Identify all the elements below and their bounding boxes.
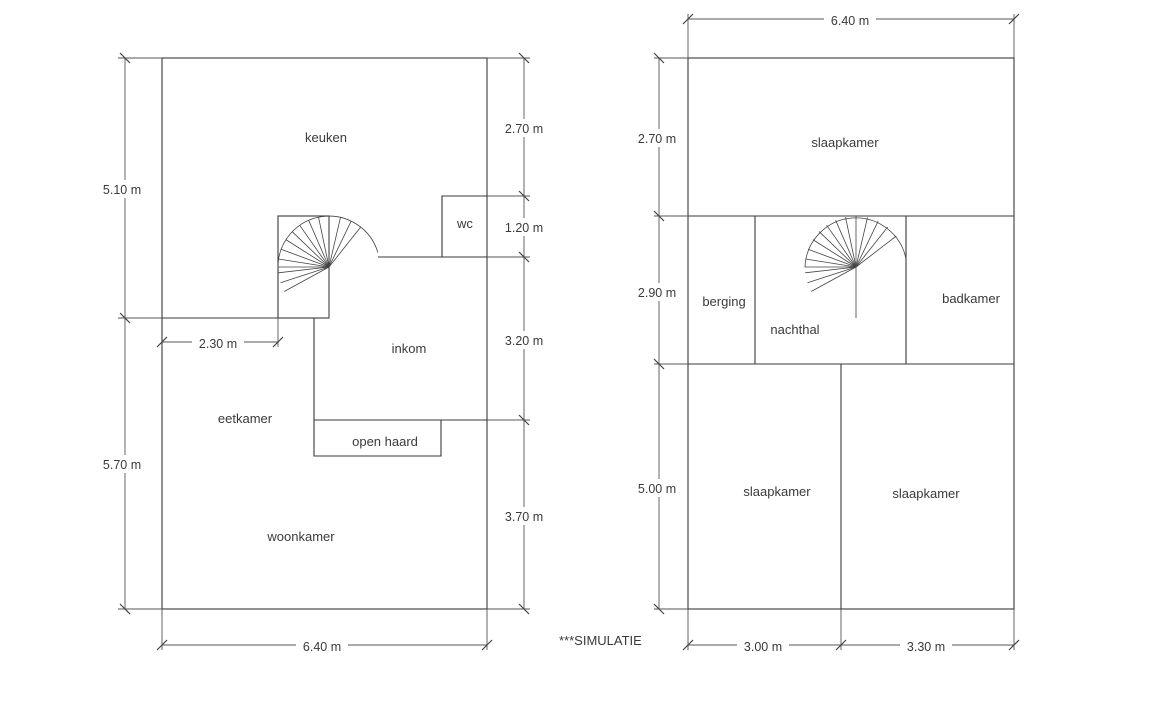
upper-left-dimension-3: 5.00 m	[638, 482, 676, 496]
ground-right-dimension-4: 3.70 m	[505, 510, 543, 524]
upper-top-dimension	[682, 11, 1020, 58]
room-label-slaapkamer-right: slaapkamer	[892, 486, 960, 501]
room-label-eetkamer: eetkamer	[218, 411, 273, 426]
room-label-open-haard: open haard	[352, 434, 418, 449]
ground-right-dimension-2: 1.20 m	[505, 221, 543, 235]
room-label-keuken: keuken	[305, 130, 347, 145]
upper-bottom-dimension-right: 3.30 m	[907, 640, 945, 654]
room-label-berging: berging	[702, 294, 745, 309]
upper-floor-outline	[687, 57, 1015, 610]
ground-left-dimension	[98, 52, 162, 615]
upper-spiral-staircase	[804, 216, 907, 318]
ground-spiral-staircase	[277, 215, 379, 318]
upper-bottom-dimension	[682, 609, 1020, 655]
ground-left-lower-dimension: 5.70 m	[103, 458, 141, 472]
room-label-slaapkamer-top: slaapkamer	[811, 135, 879, 150]
simulation-note: ***SIMULATIE	[559, 633, 642, 648]
upper-floor-plan: 6.40 m 2.70 m 2.90 m 5.00 m	[632, 11, 1020, 655]
fireplace-outline	[313, 420, 442, 457]
upper-left-dimension	[632, 52, 688, 615]
ground-floor-plan: 5.10 m 5.70 m 2.70 m 1.20 m 3.20 m 3.70 …	[98, 52, 550, 655]
room-label-inkom: inkom	[392, 341, 427, 356]
upper-left-dimension-2: 2.90 m	[638, 286, 676, 300]
room-label-nachthal: nachthal	[770, 322, 819, 337]
room-label-badkamer: badkamer	[942, 291, 1000, 306]
room-label-slaapkamer-left: slaapkamer	[743, 484, 811, 499]
ground-inner-dimension-label: 2.30 m	[199, 337, 237, 351]
ground-bottom-dimension	[156, 609, 493, 655]
ground-right-dimension	[487, 52, 550, 615]
ground-floor-outline	[161, 57, 488, 610]
ground-bottom-dimension-label: 6.40 m	[303, 640, 341, 654]
upper-bottom-dimension-left: 3.00 m	[744, 640, 782, 654]
ground-right-dimension-1: 2.70 m	[505, 122, 543, 136]
ground-right-dimension-3: 3.20 m	[505, 334, 543, 348]
ground-left-upper-dimension: 5.10 m	[103, 183, 141, 197]
room-label-wc: wc	[456, 216, 473, 231]
upper-left-dimension-1: 2.70 m	[638, 132, 676, 146]
wc-walls	[441, 195, 487, 257]
upper-top-dimension-label: 6.40 m	[831, 14, 869, 28]
room-label-woonkamer: woonkamer	[266, 529, 335, 544]
ground-inner-dimension	[156, 318, 284, 352]
